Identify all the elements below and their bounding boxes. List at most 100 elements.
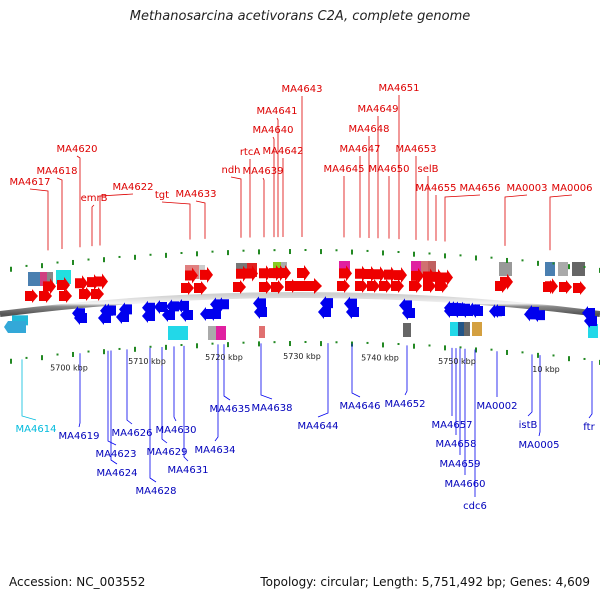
tick-mark <box>87 350 90 353</box>
bottom-gene-ma4626[interactable]: MA4626 <box>112 302 153 439</box>
bottom-gene-ma4614[interactable]: MA4614 <box>12 315 56 435</box>
gene-arrow <box>200 266 213 283</box>
gene-arrow <box>200 307 213 321</box>
leader-line <box>21 359 37 421</box>
gene-arrow <box>166 299 179 314</box>
bottom-gene-ma4634[interactable]: MA4634 <box>195 297 236 456</box>
tick-mark <box>289 249 291 255</box>
leader-line <box>78 353 81 428</box>
leader-line <box>173 346 177 422</box>
gene-label: MA4614 <box>16 424 57 435</box>
gene-arrow <box>379 279 392 293</box>
leader-line <box>230 176 242 238</box>
gene-label: MA4656 <box>460 183 501 194</box>
tick-mark <box>273 341 276 344</box>
top-gene-rtca[interactable]: rtcA <box>240 147 261 282</box>
gene-arrow <box>57 276 70 293</box>
gene-label: MA4640 <box>253 125 294 136</box>
leader-line <box>351 343 361 398</box>
gene-label: MA4639 <box>243 166 284 177</box>
top-gene-ma4639[interactable]: MA4639 <box>243 166 284 282</box>
tick-mark <box>475 347 477 353</box>
gene-label: MA4655 <box>416 183 457 194</box>
gene-label: istB <box>519 420 538 431</box>
gene-arrow <box>39 289 52 303</box>
gene-label: MA4622 <box>113 182 154 193</box>
top-gene-ma4651[interactable]: MA4651 <box>379 83 420 284</box>
gene-label: MA4652 <box>385 399 426 410</box>
gene-arrow <box>194 281 207 295</box>
bottom-gene-ma4629[interactable]: MA4629 <box>147 300 188 458</box>
top-gene-ma4653[interactable]: MA4653 <box>396 144 437 284</box>
top-gene-ma4642[interactable]: MA4642 <box>263 146 304 282</box>
tick-mark <box>242 249 245 252</box>
gene-arrow <box>259 265 272 282</box>
leader-line <box>549 194 573 251</box>
gene-arrow <box>208 307 221 321</box>
tick-mark <box>490 348 493 351</box>
axis-position-label: 5710 kbp <box>128 357 166 366</box>
tick-mark <box>118 347 121 350</box>
top-gene-ma4633[interactable]: MA4633 <box>176 189 217 283</box>
chromosome-backbone <box>0 292 600 317</box>
gene-arrow <box>373 266 386 283</box>
gene-label: ndh <box>221 165 240 176</box>
bottom-gene-ma4644[interactable]: MA4644 <box>298 296 339 432</box>
top-gene-ma4649[interactable]: MA4649 <box>358 104 399 283</box>
tick-mark <box>475 255 477 261</box>
tick-mark <box>149 253 152 256</box>
gene-label: MA4645 <box>324 164 365 175</box>
bottom-gene-ma4630[interactable]: MA4630 <box>156 299 197 436</box>
tick-mark <box>568 264 570 270</box>
leader-line <box>99 193 134 246</box>
gene-arrow <box>142 309 155 323</box>
tick-mark <box>165 344 167 350</box>
top-gene-ma4622[interactable]: MA4622 <box>95 182 154 290</box>
axis-position-label: 5750 kbp <box>438 357 476 366</box>
tick-mark <box>428 252 431 255</box>
bottom-gene-ma4638[interactable]: MA4638 <box>252 296 293 414</box>
top-gene-ma4656[interactable]: MA4656 <box>440 183 501 286</box>
tick-mark <box>103 257 105 263</box>
tick-mark <box>320 341 322 347</box>
gene-arrow <box>495 279 508 293</box>
gene-arrow <box>391 279 404 293</box>
gene-label: MA4653 <box>396 144 437 155</box>
top-gene-ma4620[interactable]: MA4620 <box>57 144 98 292</box>
leader-line <box>149 347 157 483</box>
top-gene-ma4645[interactable]: MA4645 <box>324 164 365 282</box>
bottom-gene-ma4635[interactable]: MA4635 <box>210 297 251 415</box>
leader-line <box>404 345 408 396</box>
gene-label: MA4660 <box>445 479 486 490</box>
top-gene-ma0006[interactable]: MA0006 <box>545 183 592 295</box>
tick-mark <box>258 341 260 347</box>
bottom-gene-ma4619[interactable]: MA4619 <box>59 306 100 442</box>
rna-gene-arrow <box>4 321 26 333</box>
top-gene-ma4618[interactable]: MA4618 <box>37 166 78 293</box>
tick-mark <box>537 260 539 266</box>
gene-arrow <box>74 311 87 325</box>
tick-mark <box>444 253 446 259</box>
gene-arrow <box>290 278 322 294</box>
leader-line <box>91 204 95 247</box>
bottom-gene-ma0002[interactable]: MA0002 <box>477 304 518 412</box>
top-gene-tgt[interactable]: tgt <box>155 190 198 284</box>
tick-mark <box>10 358 12 364</box>
tick-mark <box>552 354 555 357</box>
gene-arrow <box>25 289 38 303</box>
tick-mark <box>397 343 400 346</box>
gene-label: MA4618 <box>37 166 78 177</box>
tick-mark <box>583 357 586 360</box>
top-gene-ma4643[interactable]: MA4643 <box>282 84 323 282</box>
gene-arrow <box>75 275 88 292</box>
gene-arrow <box>409 279 422 293</box>
top-gene-ma4650[interactable]: MA4650 <box>369 164 410 283</box>
gene-arrow <box>318 305 331 319</box>
tick-mark <box>304 341 307 344</box>
gene-label: cdc6 <box>463 501 487 512</box>
tick-mark <box>335 341 338 344</box>
gene-arrow <box>346 305 359 319</box>
axis-position-label: 5700 kbp <box>50 363 88 372</box>
tick-mark <box>72 351 74 357</box>
